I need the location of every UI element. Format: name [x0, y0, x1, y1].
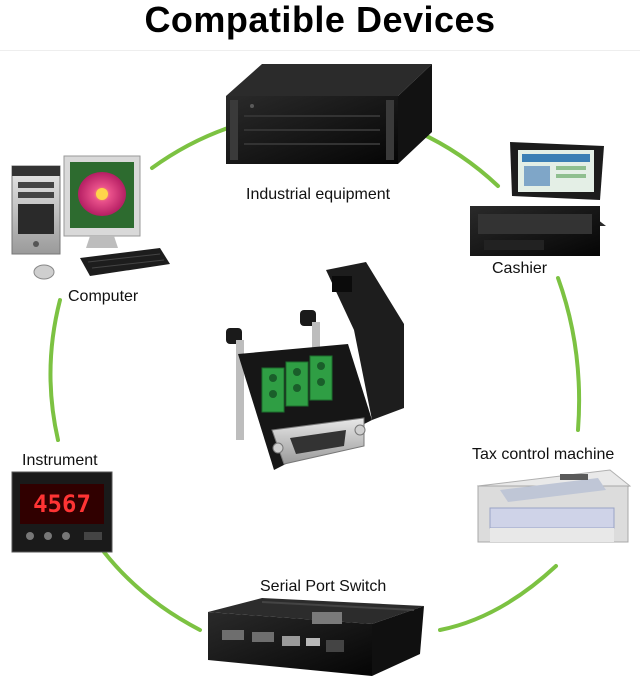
industrial-pc-box-icon	[208, 598, 424, 676]
dot-matrix-printer-icon	[476, 469, 632, 543]
page-title: Compatible Devices	[144, 0, 496, 40]
ring-arc-right	[556, 276, 582, 432]
ring-arc-top-right	[416, 130, 500, 188]
ring-arc-left	[48, 298, 62, 442]
label-tax-control-machine: Tax control machine	[472, 446, 615, 463]
pos-terminal-icon	[470, 142, 606, 256]
db9-terminal-adapter-icon	[226, 262, 404, 470]
ring-arc-bottom-right	[438, 564, 558, 632]
label-industrial-equipment: Industrial equipment	[246, 186, 391, 203]
label-cashier: Cashier	[492, 260, 548, 277]
label-instrument: Instrument	[22, 452, 98, 469]
label-serial-port-switch: Serial Port Switch	[260, 578, 387, 595]
title-divider	[0, 50, 640, 51]
digital-meter-icon: 4567	[11, 471, 113, 553]
server-rack-icon	[226, 64, 432, 164]
desktop-computer-icon	[11, 155, 170, 280]
label-computer: Computer	[68, 288, 139, 305]
ring-arc-bottom-left	[102, 550, 202, 632]
meter-readout: 4567	[33, 490, 91, 518]
ring-arc-top-left	[150, 126, 230, 170]
